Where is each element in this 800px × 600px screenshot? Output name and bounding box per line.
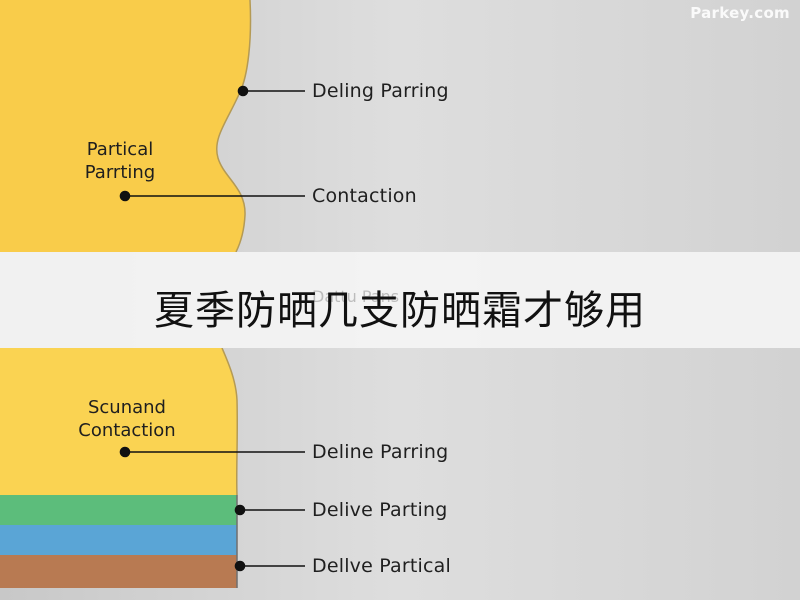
callout-label-5: Dellve Partical <box>312 555 452 577</box>
zone-label-lower: Scunand Contaction <box>57 396 197 442</box>
zone-label-upper-line-1: Partical <box>86 139 154 160</box>
upper-layer-edge <box>216 0 252 253</box>
leader-dot-1 <box>237 85 249 97</box>
zone-label-upper-line-2: Parrting <box>84 162 156 183</box>
lower-yellow-layer <box>0 348 238 495</box>
green-layer <box>0 495 237 525</box>
leader-dot-4 <box>234 504 246 516</box>
upper-yellow-layer <box>0 0 251 252</box>
leader-dot-3 <box>119 446 131 458</box>
title-banner <box>0 252 800 348</box>
watermark-text: Parkey.com <box>690 4 790 22</box>
lower-layer-edge <box>221 347 239 496</box>
leader-dot-2 <box>119 190 131 202</box>
callout-label-1: Deling Parring <box>312 80 449 102</box>
callout-label-3: Deline Parring <box>312 441 449 463</box>
zone-label-upper: Partical Parrting <box>50 138 190 184</box>
zone-label-lower-line-1: Scunand <box>87 397 166 418</box>
callout-label-2: Contaction <box>312 185 417 207</box>
zone-label-lower-line-2: Contaction <box>78 420 176 441</box>
blue-layer <box>0 525 237 555</box>
leader-dot-5 <box>234 560 246 572</box>
banner-title: 夏季防晒几支防晒霜才够用 <box>154 288 646 334</box>
brown-layer <box>0 555 237 588</box>
callout-label-4: Delive Parting <box>312 499 448 521</box>
banner-ghost-text: Dattu Pans <box>312 287 400 306</box>
